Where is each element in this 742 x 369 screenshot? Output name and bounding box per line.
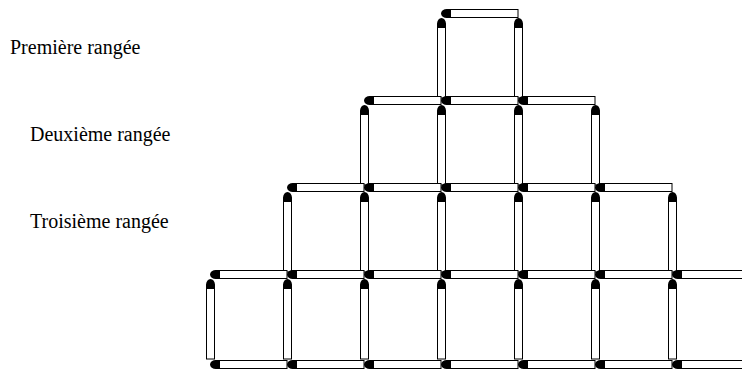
row-label: Deuxième rangée — [30, 122, 170, 146]
row-label: Troisième rangée — [30, 209, 169, 233]
row-label: Première rangée — [10, 35, 140, 59]
